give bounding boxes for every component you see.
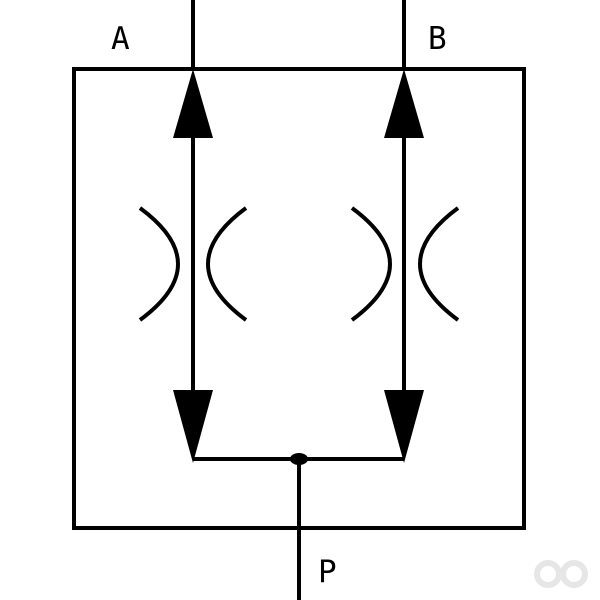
infinity-logo-icon [534,560,588,588]
arrow-down-left-icon [173,390,213,463]
throttle-right-arc-1-icon [350,206,392,322]
arrow-up-right-icon [384,69,424,138]
port-p-label: P [318,554,337,590]
throttle-left-arc-2-icon [206,206,248,322]
port-a-label: A [111,21,130,57]
junction-dot [290,453,308,465]
arrow-down-right-icon [384,390,424,463]
throttle-left-arc-1-icon [138,206,180,322]
throttle-right-arc-2-icon [418,206,460,322]
arrow-up-left-icon [173,69,213,138]
port-b-label: B [428,21,447,57]
